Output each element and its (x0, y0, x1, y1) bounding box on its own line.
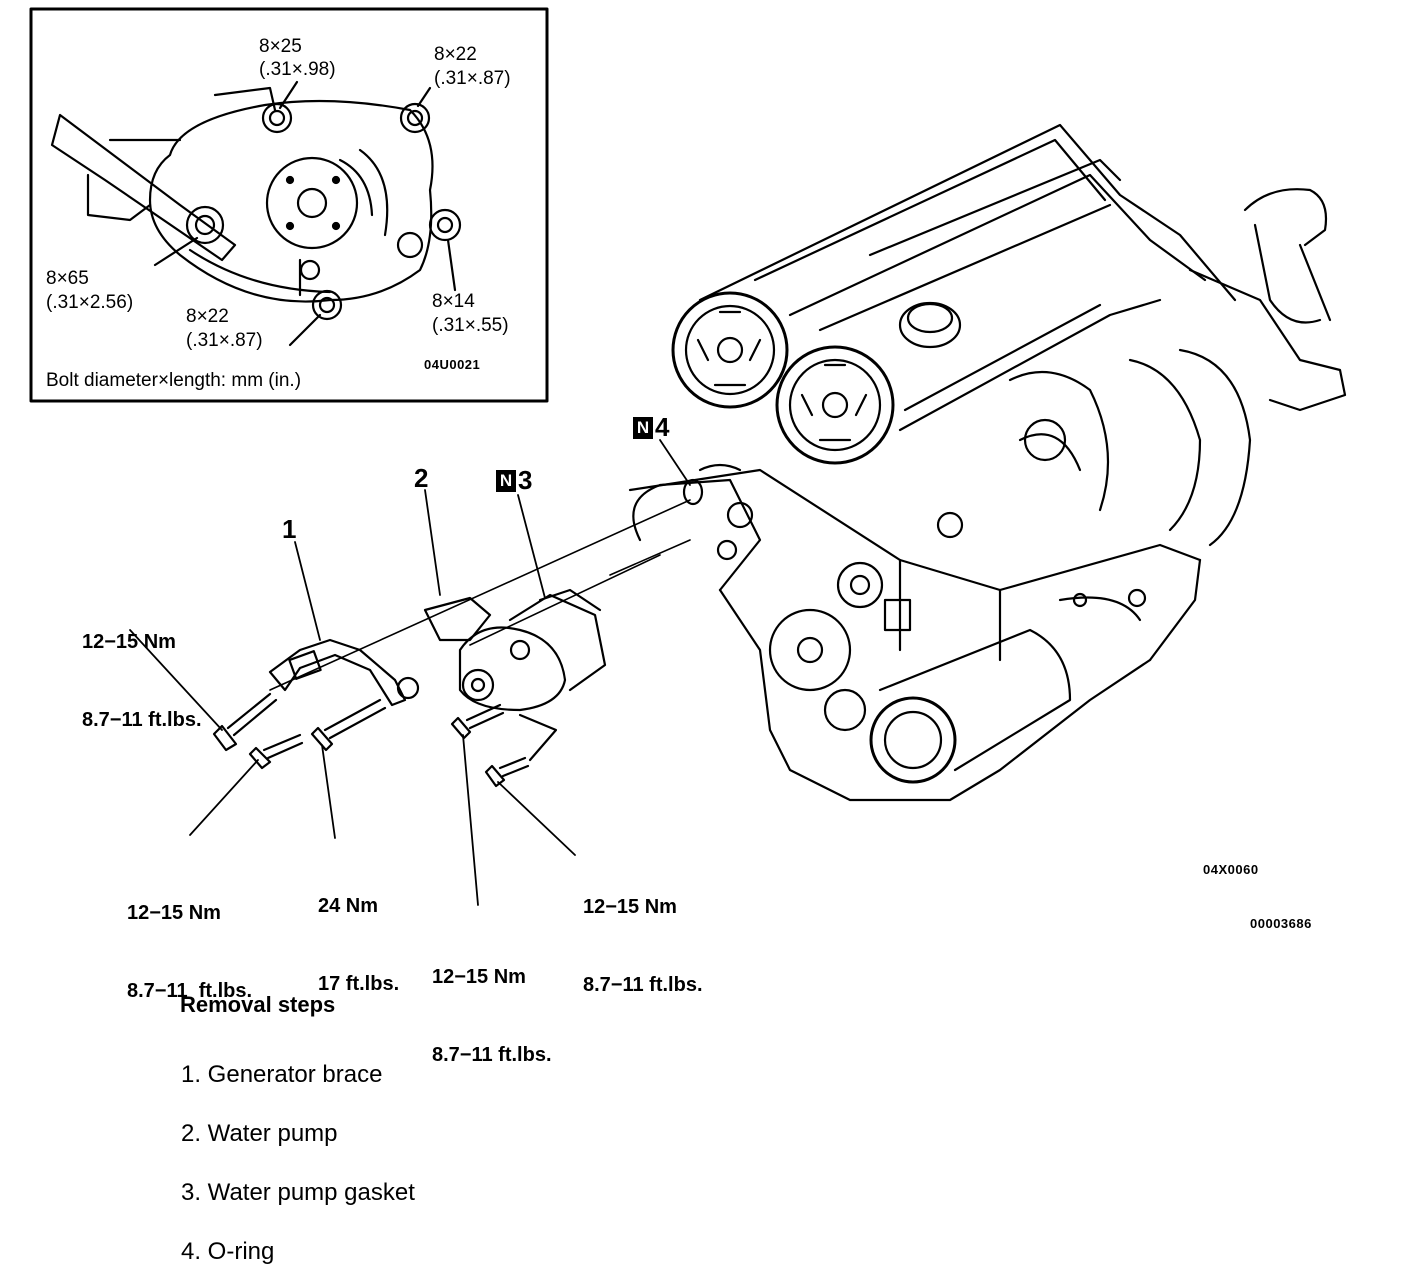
torque-label-lower-left-bolt: 12−15 Nm 8.7−11 ft.lbs. (127, 902, 253, 1002)
bolt-spec-top-size: 8×25 (259, 36, 302, 57)
removal-steps-title: Removal steps (180, 992, 336, 1017)
callout-generator-brace: 1 (282, 514, 297, 544)
removal-step: 3. Water pump gasket (181, 1179, 415, 1206)
callout-water-pump: 2 (414, 463, 429, 493)
bolt-spec-bottom-size: 8×22 (186, 306, 229, 327)
bolt-spec-bottom-inch: (.31×.87) (186, 330, 263, 351)
figure-code-document: 00003686 (1250, 916, 1312, 931)
inset-frame (29, 7, 549, 403)
torque-label-long-bolt: 24 Nm 17 ft.lbs. (318, 895, 400, 995)
bolt-spec-left-inch: (.31×2.56) (46, 292, 134, 313)
leader-lines (129, 439, 691, 906)
inset-figure-code: 04U0021 (424, 357, 481, 372)
removal-step: 4. O-ring (181, 1238, 275, 1265)
removal-steps-list: 1. Generator brace 2. Water pump 3. Wate… (181, 1029, 415, 1281)
new-part-badge: N (496, 470, 516, 492)
removal-step: 1. Generator brace (181, 1061, 383, 1088)
generator-brace-drawing (268, 638, 420, 707)
engine-drawing (628, 123, 1347, 802)
bolt-spec-top-inch: (.31×.98) (259, 59, 336, 80)
o-ring-drawing (682, 478, 704, 506)
bolt-spec-right-inch: (.31×.55) (432, 315, 509, 336)
new-part-badge: N (633, 417, 653, 439)
bolt-spec-right-size: 8×14 (432, 291, 475, 312)
bolt-spec-left-size: 8×65 (46, 268, 89, 289)
inset-water-pump-drawing (50, 80, 462, 347)
removal-step: 2. Water pump (181, 1120, 338, 1147)
torque-label-brace-bolt: 12−15 Nm 8.7−11 ft.lbs. (82, 631, 202, 731)
bolts-drawing (212, 692, 558, 788)
torque-label-lower-right-bolt: 12−15 Nm 8.7−11 ft.lbs. (583, 896, 703, 996)
engine-water-pump-diagram (29, 7, 1347, 906)
inset-legend: Bolt diameter×length: mm (in.) (46, 370, 302, 391)
bolt-spec-upper-right-inch: (.31×.87) (434, 68, 511, 89)
torque-label-pump-bolt: 12−15 Nm 8.7−11 ft.lbs. (432, 966, 552, 1066)
water-pump-drawing (423, 588, 607, 712)
bolt-spec-upper-right-size: 8×22 (434, 44, 477, 65)
figure-code-main: 04X0060 (1203, 862, 1259, 877)
